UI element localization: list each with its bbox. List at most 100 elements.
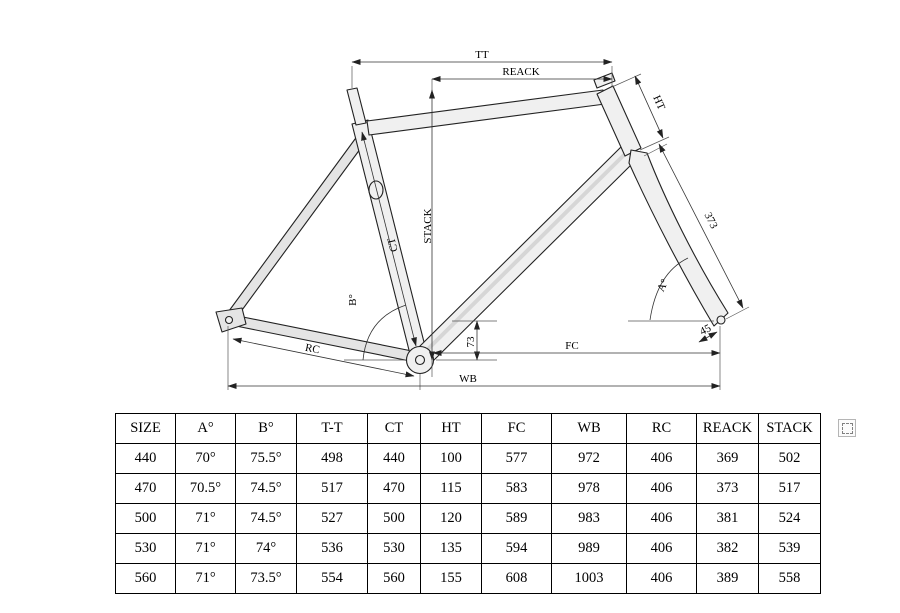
column-header: B°	[235, 413, 297, 444]
table-cell: 583	[481, 473, 552, 504]
table-cell: 71°	[175, 503, 236, 534]
column-header: STACK	[758, 413, 821, 444]
ht-label: HT	[650, 94, 667, 113]
head-angle-dimension: A°	[628, 257, 714, 322]
dimensions: TT REACK STACK HT	[227, 49, 750, 390]
table-cell: 536	[296, 533, 368, 564]
rc-dimension: RC	[232, 337, 415, 378]
area-select-icon[interactable]	[838, 419, 856, 437]
table-cell: 135	[420, 533, 482, 564]
table-cell: 382	[696, 533, 759, 564]
stack-dimension: STACK	[422, 79, 435, 377]
column-header: SIZE	[115, 413, 176, 444]
rear-axle	[224, 315, 234, 325]
table-cell: 554	[296, 563, 368, 594]
table-cell: 517	[758, 473, 821, 504]
table-cell: 594	[481, 533, 552, 564]
column-header: REACK	[696, 413, 759, 444]
table-cell: 500	[367, 503, 421, 534]
head-tube	[596, 85, 642, 157]
table-cell: 577	[481, 443, 552, 474]
table-cell: 589	[481, 503, 552, 534]
table-cell: 71°	[175, 533, 236, 564]
table-cell: 73.5°	[235, 563, 297, 594]
head-angle-label: A°	[655, 277, 671, 293]
table-cell: 440	[115, 443, 176, 474]
table-cell: 502	[758, 443, 821, 474]
table-cell: 989	[551, 533, 627, 564]
table-cell: 470	[115, 473, 176, 504]
table-cell: 369	[696, 443, 759, 474]
wb-label: WB	[459, 373, 477, 385]
table-cell: 498	[296, 443, 368, 474]
ct-dimension: CT	[361, 131, 417, 347]
table-cell: 983	[551, 503, 627, 534]
table-cell: 440	[367, 443, 421, 474]
table-cell: 558	[758, 563, 821, 594]
seat-stay	[225, 134, 367, 322]
table-cell: 1003	[551, 563, 627, 594]
down-tube-shading	[424, 151, 628, 353]
table-cell: 115	[420, 473, 482, 504]
fork	[628, 149, 729, 327]
wb-dimension: WB	[227, 326, 721, 390]
table-cell: 406	[626, 563, 697, 594]
area-select-icon-glyph	[841, 422, 853, 434]
table-cell: 527	[296, 503, 368, 534]
chain-stay	[230, 314, 418, 363]
fc-dimension: FC	[432, 340, 721, 356]
reack-label: REACK	[502, 66, 539, 78]
table-cell: 71°	[175, 563, 236, 594]
table-cell: 530	[115, 533, 176, 564]
table-cell: 517	[296, 473, 368, 504]
table-cell: 75.5°	[235, 443, 297, 474]
seat-tube-port	[368, 180, 384, 200]
stack-label: STACK	[422, 208, 434, 243]
table-cell: 978	[551, 473, 627, 504]
table-cell: 530	[367, 533, 421, 564]
column-header: A°	[175, 413, 236, 444]
table-cell: 539	[758, 533, 821, 564]
tt-dimension: TT	[351, 49, 613, 88]
table-cell: 155	[420, 563, 482, 594]
top-tube	[366, 89, 606, 136]
table-cell: 100	[420, 443, 482, 474]
seatpost	[346, 87, 367, 126]
tt-label: TT	[475, 49, 489, 61]
table-cell: 70.5°	[175, 473, 236, 504]
table-cell: 560	[367, 563, 421, 594]
reack-dimension: REACK	[431, 66, 613, 82]
column-header: FC	[481, 413, 552, 444]
table-cell: 406	[626, 473, 697, 504]
table-cell: 74.5°	[235, 473, 297, 504]
table-cell: 373	[696, 473, 759, 504]
fork-length-label: 373	[702, 211, 720, 232]
frame-outline	[215, 72, 729, 375]
table-cell: 524	[758, 503, 821, 534]
table-cell: 70°	[175, 443, 236, 474]
ct-label: CT	[385, 236, 400, 253]
table-cell: 74°	[235, 533, 297, 564]
table-cell: 972	[551, 443, 627, 474]
column-header: T-T	[296, 413, 368, 444]
down-tube	[416, 144, 638, 364]
table-cell: 406	[626, 503, 697, 534]
table-cell: 120	[420, 503, 482, 534]
table-cell: 389	[696, 563, 759, 594]
table-cell: 381	[696, 503, 759, 534]
column-header: CT	[367, 413, 421, 444]
bottom-bracket-axle	[414, 354, 426, 366]
table-cell: 406	[626, 443, 697, 474]
table-cell: 74.5°	[235, 503, 297, 534]
column-header: WB	[551, 413, 627, 444]
table-cell: 608	[481, 563, 552, 594]
table-cell: 470	[367, 473, 421, 504]
front-axle	[716, 315, 726, 325]
